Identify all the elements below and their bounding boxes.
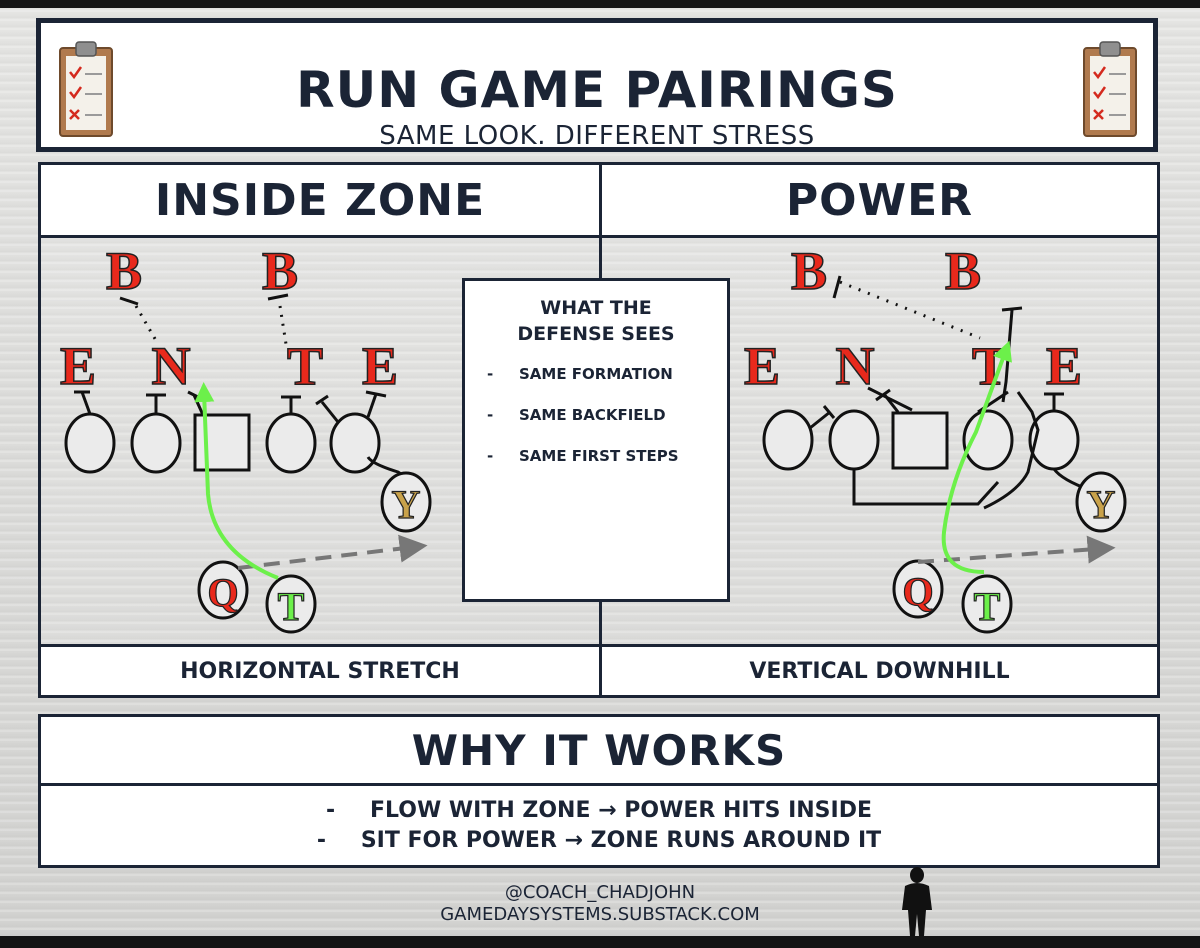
back-q: Q (902, 569, 933, 614)
back-q: Q (207, 570, 238, 615)
power-title: POWER (602, 165, 1157, 238)
list-item: -SAME FIRST STEPS (487, 447, 679, 465)
defender-e: E (362, 336, 398, 396)
defender-t: T (287, 336, 323, 396)
run-path (941, 340, 1012, 574)
defender-e: E (60, 336, 96, 396)
list-item: -SAME FORMATION (487, 365, 673, 383)
list-item: -SAME BACKFIELD (487, 406, 666, 424)
play-diagrams: B B E N T E (59, 240, 1127, 634)
defender-b: B (262, 241, 298, 301)
coach-silhouette-icon (902, 867, 932, 936)
defense-sees-title-line1: WHAT THE (540, 297, 652, 319)
power-panel: POWER VERTICAL DOWNHILL (599, 162, 1160, 698)
defender-b: B (106, 241, 142, 301)
why-line-text: SIT FOR POWER → ZONE RUNS AROUND IT (360, 828, 882, 853)
lineman-tackle (64, 412, 116, 474)
back-y: Y (392, 482, 421, 527)
defender-b: B (945, 241, 981, 301)
center-square (193, 413, 251, 472)
power-footer: VERTICAL DOWNHILL (602, 644, 1157, 695)
defender-e: E (1046, 336, 1082, 396)
defender-n: N (836, 336, 875, 396)
inside-zone-footer: HORIZONTAL STRETCH (41, 644, 599, 695)
defender-n: N (152, 336, 191, 396)
lineman-guard (828, 409, 880, 471)
top-border (0, 0, 1200, 8)
lineman-tackle (329, 412, 381, 474)
clipboard-icon (59, 41, 113, 137)
why-line: -SIT FOR POWER → ZONE RUNS AROUND IT (316, 828, 882, 853)
inside-zone-diagram: B B E N T E (59, 240, 432, 634)
header-banner: RUN GAME PAIRINGS SAME LOOK. DIFFERENT S… (36, 18, 1158, 152)
defender-t: T (972, 336, 1008, 396)
defense-sees-title-line2: DEFENSE SEES (517, 323, 675, 345)
handle: @COACH_CHADJOHN (504, 882, 696, 903)
center-square (891, 411, 949, 470)
defender-e: E (744, 336, 780, 396)
lineman-tackle (762, 409, 814, 471)
lineman-tackle (1028, 409, 1080, 471)
why-lines: -FLOW WITH ZONE → POWER HITS INSIDE -SIT… (41, 786, 1157, 858)
back-y: Y (1087, 482, 1116, 527)
why-line-text: FLOW WITH ZONE → POWER HITS INSIDE (369, 798, 872, 823)
why-title: WHY IT WORKS (41, 717, 1157, 786)
lineman-guard (962, 409, 1014, 471)
page-subtitle: SAME LOOK. DIFFERENT STRESS (379, 121, 815, 151)
back-t: T (278, 584, 305, 629)
credits: @COACH_CHADJOHN GAMEDAYSYSTEMS.SUBSTACK.… (0, 882, 1200, 926)
lineman-guard (265, 412, 317, 474)
clipboard-icon (1083, 41, 1137, 137)
mesh-arrow (237, 534, 428, 570)
list-item-text: SAME BACKFIELD (519, 406, 666, 424)
why-line: -FLOW WITH ZONE → POWER HITS INSIDE (325, 798, 872, 823)
defense-sees-title: WHAT THE DEFENSE SEES (465, 295, 727, 347)
defense-sees-box: WHAT THE DEFENSE SEES -SAME FORMATION -S… (462, 278, 730, 602)
inside-zone-title: INSIDE ZONE (41, 165, 599, 238)
lineman-guard (130, 412, 182, 474)
list-item-text: SAME FORMATION (519, 365, 673, 383)
defense-sees-list: -SAME FORMATION -SAME BACKFIELD -SAME FI… (465, 365, 727, 488)
bottom-border (0, 936, 1200, 948)
website: GAMEDAYSYSTEMS.SUBSTACK.COM (440, 904, 760, 925)
back-t: T (974, 584, 1001, 629)
page-title: RUN GAME PAIRINGS (296, 61, 898, 119)
why-it-works-box: WHY IT WORKS -FLOW WITH ZONE → POWER HIT… (38, 714, 1160, 868)
power-diagram: B B E N T E (743, 240, 1127, 634)
run-path (194, 382, 279, 580)
list-item-text: SAME FIRST STEPS (519, 447, 679, 465)
defender-b: B (791, 241, 827, 301)
